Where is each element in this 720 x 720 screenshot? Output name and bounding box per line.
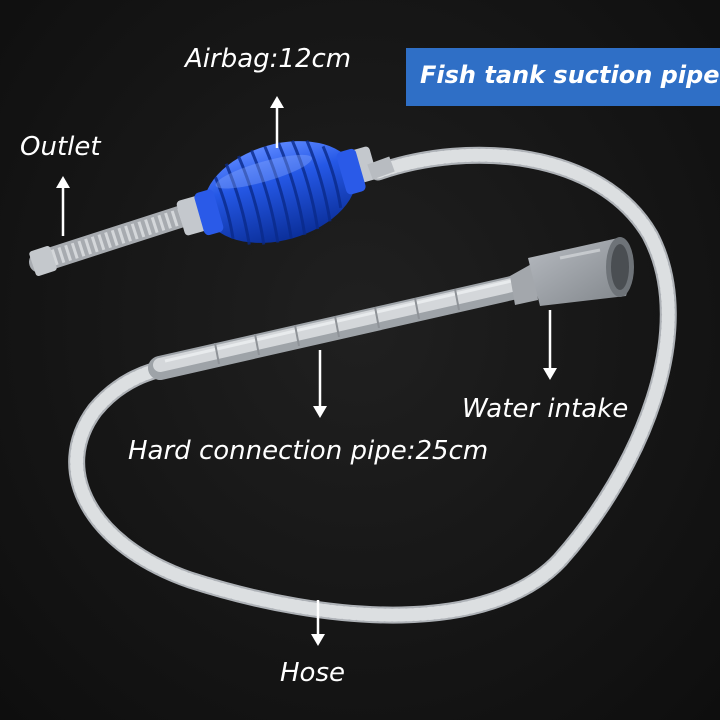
hard-connection-pipe — [148, 273, 537, 380]
intake-arrow-icon — [543, 310, 557, 380]
hard-pipe-arrow-icon — [313, 350, 327, 418]
annotation-arrows — [56, 96, 557, 646]
title-banner: Fish tank suction pipe — [406, 48, 720, 106]
airbag-bulb — [194, 140, 366, 245]
outlet-arrow-icon — [56, 176, 70, 236]
hose — [68, 146, 677, 624]
water-intake-label: Water intake — [462, 394, 629, 424]
outlet-label: Outlet — [20, 132, 101, 162]
outlet-tube — [29, 201, 206, 276]
title: Fish tank suction pipe — [420, 61, 720, 89]
airbag-arrow-icon — [270, 96, 284, 148]
hose-label: Hose — [280, 658, 345, 688]
hard-connection-pipe-label: Hard connection pipe:25cm — [128, 436, 489, 466]
hose-arrow-icon — [311, 600, 325, 646]
airbag-label: Airbag:12cm — [185, 44, 352, 74]
water-intake-cup — [510, 237, 634, 306]
